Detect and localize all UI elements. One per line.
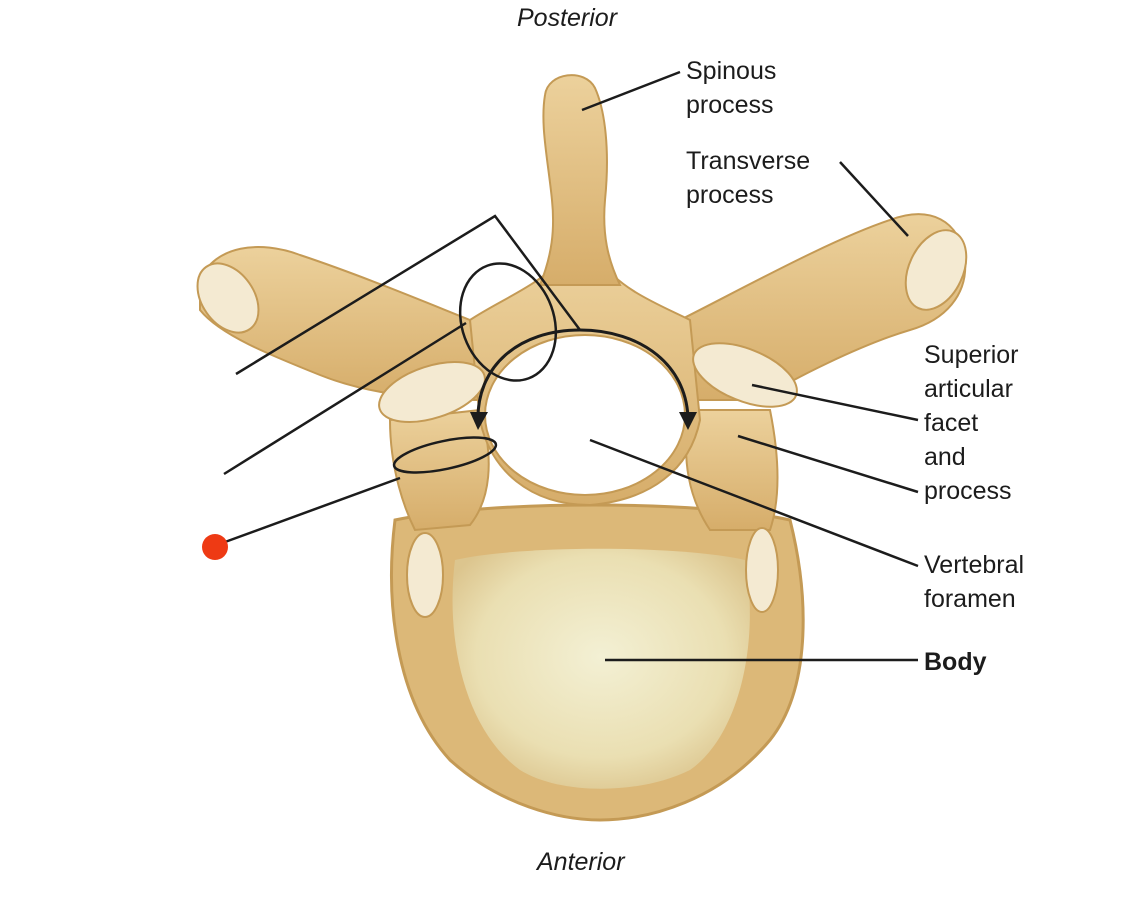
right-superior-articular-facet bbox=[692, 342, 798, 408]
leader-process bbox=[737, 434, 919, 494]
leader-facet bbox=[751, 383, 919, 422]
spinous-process bbox=[538, 74, 622, 286]
label-body: Body bbox=[924, 648, 987, 676]
right-transverse-facet bbox=[904, 229, 968, 311]
label-transverse-process: Transverse process bbox=[686, 147, 811, 209]
label-superior-articular-facet: Superior articular facet and process bbox=[924, 341, 1019, 505]
label-spinous-process: Spinous process bbox=[686, 57, 777, 119]
leader-unlabeled-3 bbox=[224, 476, 401, 544]
lamina-loop bbox=[458, 262, 558, 382]
left-superior-articular-facet bbox=[378, 360, 486, 424]
leader-transverse bbox=[839, 161, 909, 237]
orientation-posterior: Posterior bbox=[517, 4, 618, 32]
right-pedicle bbox=[685, 409, 779, 531]
arch-arrow-left bbox=[476, 328, 581, 426]
leader-unlabeled-2 bbox=[223, 321, 467, 476]
vertebral-foramen bbox=[484, 334, 686, 496]
orientation-anterior: Anterior bbox=[537, 848, 625, 876]
arch-arrow-right-head bbox=[679, 412, 697, 430]
left-transverse-facet bbox=[196, 262, 260, 334]
leader-spinous bbox=[581, 70, 681, 112]
red-marker-dot bbox=[202, 534, 228, 560]
arch-arrow-right bbox=[579, 328, 690, 426]
arch-arrow-left-head bbox=[470, 412, 488, 430]
left-body-facet bbox=[406, 532, 444, 618]
label-vertebral-foramen: Vertebral foramen bbox=[924, 551, 1025, 613]
pedicle-loop bbox=[392, 436, 498, 474]
leader-unlabeled-1 bbox=[235, 214, 582, 376]
right-body-facet bbox=[745, 527, 779, 613]
vertebral-body-center bbox=[452, 548, 750, 789]
leader-lines bbox=[223, 70, 919, 662]
leader-foramen bbox=[589, 438, 919, 568]
